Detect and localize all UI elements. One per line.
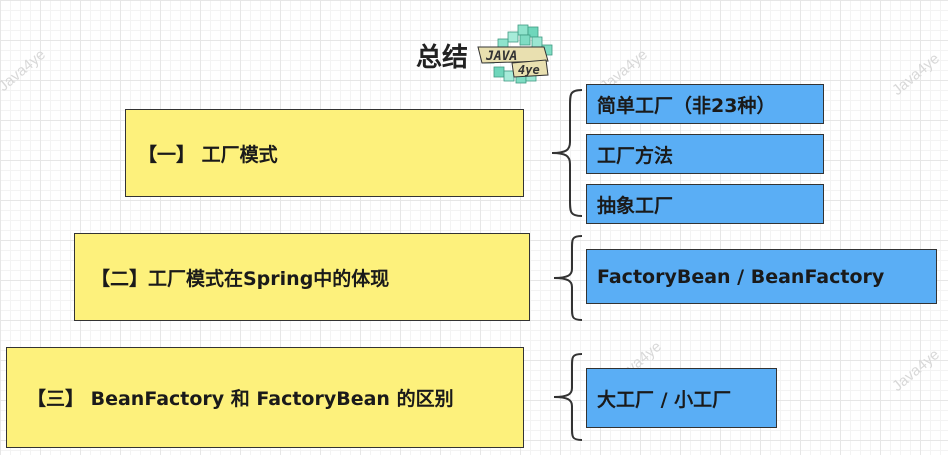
logo-word-bottom: 4ye bbox=[518, 63, 540, 77]
subtopic-abstract-factory[interactable]: 抽象工厂 bbox=[586, 184, 824, 224]
topic-label: 【一】 工厂模式 bbox=[138, 143, 278, 166]
subtopic-big-small-factory[interactable]: 大工厂 / 小工厂 bbox=[586, 368, 777, 428]
subtopic-factory-method[interactable]: 工厂方法 bbox=[586, 134, 824, 174]
topic-label: 【二】工厂模式在Spring中的体现 bbox=[91, 267, 390, 290]
topic-beanfactory-vs-factorybean[interactable]: 【三】 BeanFactory 和 FactoryBean 的区别 bbox=[6, 347, 524, 448]
brace-topic-1 bbox=[551, 89, 583, 217]
brace-topic-3 bbox=[553, 353, 583, 441]
topic-factory-pattern[interactable]: 【一】 工厂模式 bbox=[125, 109, 524, 197]
brace-topic-2 bbox=[553, 235, 583, 321]
title-block: 总结 JAVA 4ye bbox=[416, 20, 556, 90]
topic-spring-factory[interactable]: 【二】工厂模式在Spring中的体现 bbox=[74, 233, 530, 321]
subtopic-simple-factory[interactable]: 简单工厂（非23种） bbox=[586, 84, 824, 124]
logo-word-top: JAVA bbox=[485, 49, 517, 64]
subtopic-label: 大工厂 / 小工厂 bbox=[597, 388, 732, 411]
subtopic-label: FactoryBean / BeanFactory bbox=[597, 265, 885, 288]
subtopic-label: 简单工厂（非23种） bbox=[597, 94, 776, 117]
topic-label: 【三】 BeanFactory 和 FactoryBean 的区别 bbox=[27, 388, 454, 410]
subtopic-label: 抽象工厂 bbox=[597, 194, 674, 217]
java4ye-logo-icon: JAVA 4ye bbox=[477, 24, 553, 84]
watermark: Java4ye bbox=[889, 50, 943, 99]
page-title: 总结 bbox=[416, 42, 469, 73]
watermark: Java4ye bbox=[889, 346, 943, 395]
subtopic-label: 工厂方法 bbox=[597, 144, 674, 167]
watermark: Java4ye bbox=[0, 46, 49, 95]
subtopic-factorybean-beanfactory[interactable]: FactoryBean / BeanFactory bbox=[586, 249, 937, 304]
